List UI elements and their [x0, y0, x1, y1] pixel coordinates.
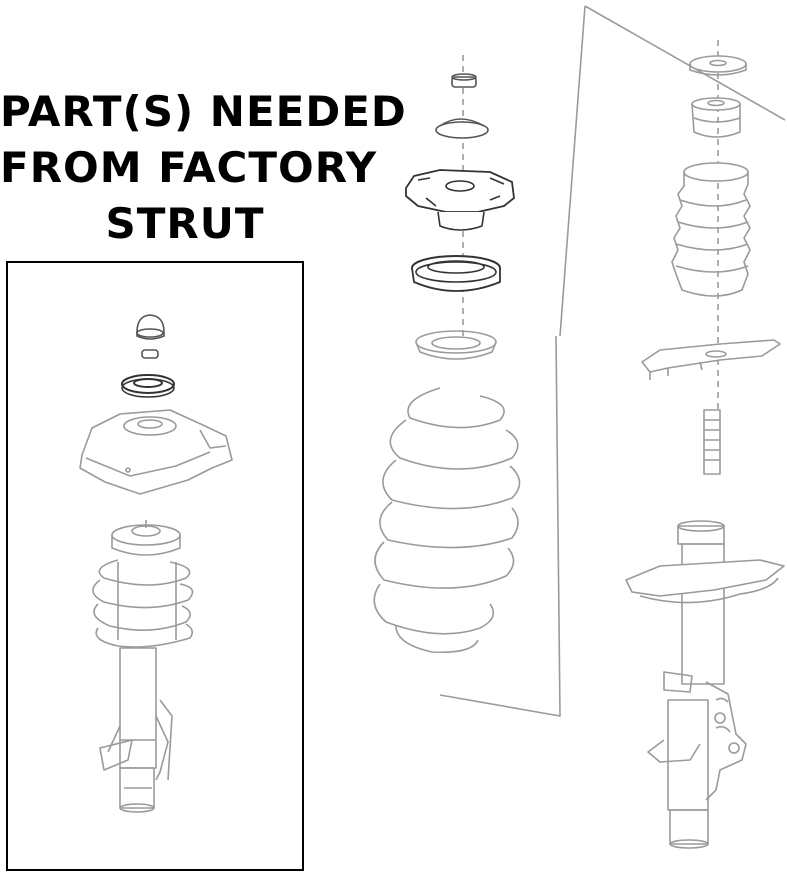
top-mount-part	[79, 409, 233, 495]
upper-mount-part	[405, 169, 515, 231]
heading: PART(S) NEEDED FROM FACTORY STRUT	[0, 84, 407, 252]
big-coil-spring-part	[373, 387, 521, 654]
dome-washer-part	[435, 118, 489, 139]
spring-seat-plate-part	[641, 339, 781, 380]
needed-parts-figure	[79, 314, 233, 813]
coil-spring-part	[92, 559, 194, 648]
heading-line-3: STRUT	[105, 199, 265, 248]
strut-bearing-part	[411, 255, 501, 292]
nut-part	[451, 73, 477, 88]
bump-cap-part	[136, 314, 165, 340]
heading-line-1: PART(S) NEEDED	[0, 87, 407, 136]
spring-seat-part	[111, 520, 181, 556]
assembly-frame	[439, 5, 786, 717]
small-washer-part	[141, 349, 159, 359]
spring-isolator-part	[415, 330, 497, 360]
strut-body-part	[99, 647, 173, 813]
strut-shock-part	[625, 409, 785, 849]
heading-line-2: FROM FACTORY	[0, 143, 378, 192]
top-washer-part	[689, 55, 747, 76]
dust-boot-part	[671, 162, 751, 297]
bearing-ring-part	[121, 374, 175, 398]
exploded-view	[373, 5, 786, 849]
bump-stop-part	[691, 97, 741, 138]
needed-parts-box	[6, 261, 304, 871]
